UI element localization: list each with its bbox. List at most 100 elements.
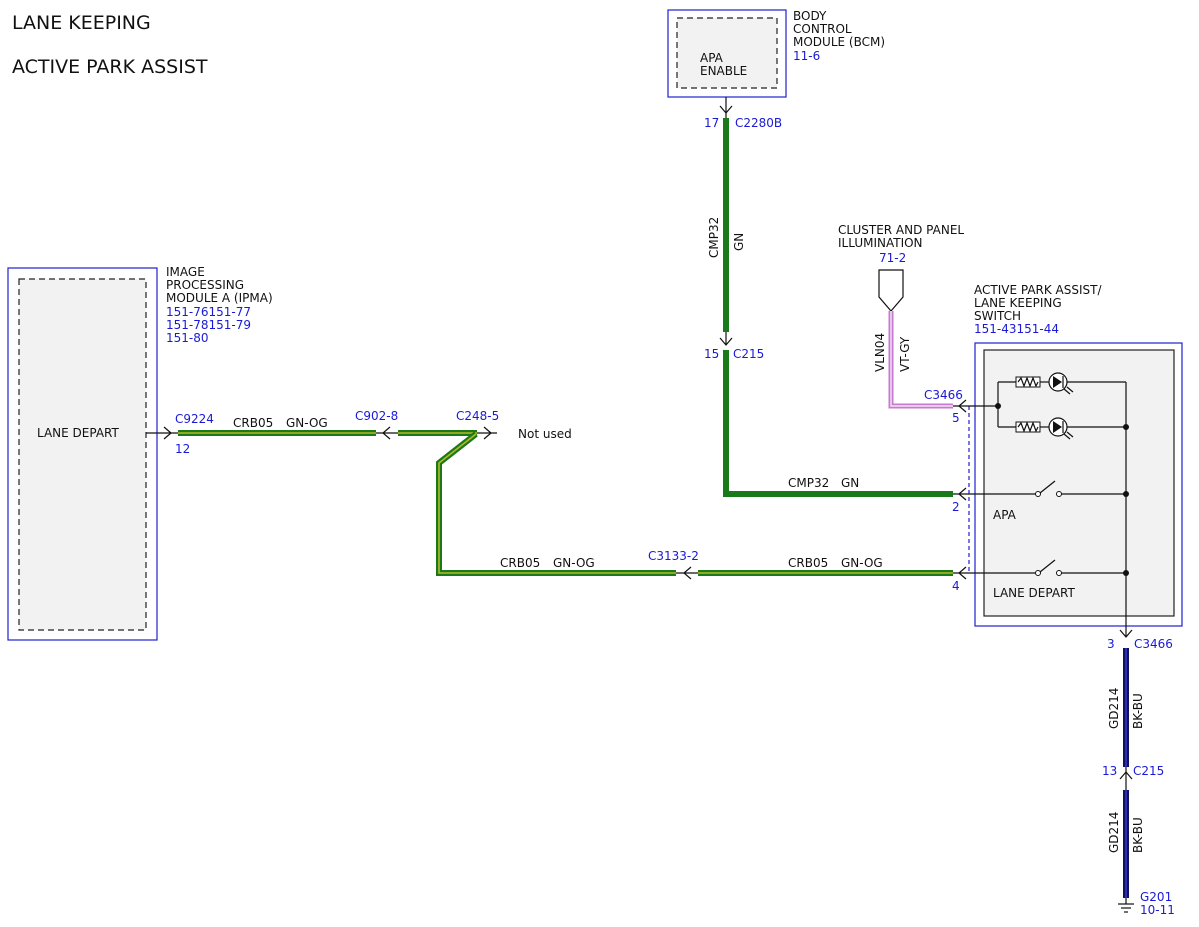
- led-1-ray-b: [1066, 386, 1074, 393]
- led-1-ray-a: [1063, 388, 1071, 395]
- wire-vln04-circuit: VLN04: [873, 333, 887, 372]
- ipma-ref-2: 151-78151-79: [166, 318, 251, 332]
- wire-crb05-ipma-color: GN-OG: [286, 416, 328, 430]
- switch-inner: [983, 349, 1175, 617]
- ipma-name-line3: MODULE A (IPMA): [166, 291, 273, 305]
- cluster-illumination-source: CLUSTER AND PANEL ILLUMINATION 71-2: [838, 223, 964, 312]
- bcm-name-line3: MODULE (BCM): [793, 35, 885, 49]
- ipma-name-line2: PROCESSING: [166, 278, 244, 292]
- c215-top-pin: 15: [704, 347, 719, 361]
- wire-crb05-mid-circuit: CRB05: [500, 556, 540, 570]
- pin5-label: 5: [952, 411, 960, 425]
- c3133-connector-symbol: [683, 566, 692, 580]
- wire-crb05-ipma-circuit: CRB05: [233, 416, 273, 430]
- switch-outline: [974, 342, 1183, 627]
- bcm-outline: [667, 9, 787, 98]
- bcm-function-line1: APA: [700, 51, 724, 65]
- ground-symbol-icon: [1118, 898, 1134, 913]
- c248-connector-symbol: [483, 426, 492, 440]
- c248-label: C248-5: [456, 409, 499, 423]
- ground-name: G201: [1140, 890, 1172, 904]
- wire-crb05-switch-circuit: CRB05: [788, 556, 828, 570]
- c9224-name: C9224: [175, 412, 214, 426]
- bus-junction-3: [1123, 570, 1129, 576]
- lane-switch-contact-a: [1035, 570, 1041, 576]
- apa-switch-contact-b: [1056, 491, 1062, 497]
- apa-switch-contact-a: [1035, 491, 1041, 497]
- c2280b-name: C2280B: [735, 116, 782, 130]
- wire-gd214-lower-color: BK-BU: [1131, 817, 1145, 853]
- switch-name-line3: SWITCH: [974, 309, 1021, 323]
- wire-cmp32-vertical-circuit: CMP32: [707, 217, 721, 258]
- ipma-ref-3: 151-80: [166, 331, 209, 345]
- c2280b-connector-symbol: [719, 105, 733, 114]
- lane-switch-arm: [1039, 559, 1056, 573]
- cluster-ref: 71-2: [879, 251, 906, 265]
- c215-bottom-name: C215: [1133, 764, 1164, 778]
- ipma-function: LANE DEPART: [37, 426, 120, 440]
- switch-name-line1: ACTIVE PARK ASSIST/: [974, 283, 1102, 297]
- switch-name-line2: LANE KEEPING: [974, 296, 1062, 310]
- wire-vln04-stripe: [890, 311, 953, 407]
- c2280b-pin: 17: [704, 116, 719, 130]
- not-used-label: Not used: [518, 427, 572, 441]
- switch-module: ACTIVE PARK ASSIST/ LANE KEEPING SWITCH …: [924, 283, 1183, 636]
- pin2-connector-symbol: [958, 487, 967, 501]
- wire-cmp32-horizontal-circuit: CMP32: [788, 476, 829, 490]
- ipma-module: LANE DEPART IMAGE PROCESSING MODULE A (I…: [7, 265, 273, 641]
- cluster-connector-shape: [878, 269, 904, 312]
- bcm-name-line1: BODY: [793, 9, 827, 23]
- resistor-1-zigzag: [1017, 376, 1039, 388]
- led-2-ray-a: [1063, 433, 1071, 440]
- c3466-ground-connector-symbol: [1119, 629, 1133, 638]
- wire-gd214-lower-circuit: GD214: [1107, 812, 1121, 853]
- bcm-inner: [676, 17, 778, 89]
- bus-junction-1: [1123, 424, 1129, 430]
- wire-vln04-color: VT-GY: [898, 336, 912, 372]
- bcm-name-line2: CONTROL: [793, 22, 852, 36]
- apa-switch-arm: [1039, 480, 1056, 494]
- resistor-2-zigzag: [1017, 421, 1039, 433]
- c3466-name: C3466: [924, 388, 963, 402]
- lane-switch-label: LANE DEPART: [993, 586, 1076, 600]
- c902-label: C902-8: [355, 409, 398, 423]
- pin4-connector-symbol: [958, 566, 967, 580]
- bus-junction-2: [1123, 491, 1129, 497]
- ipma-ref-1: 151-76151-77: [166, 305, 251, 319]
- wire-cmp32-horizontal-color: GN: [841, 476, 859, 490]
- title-active-park-assist: ACTIVE PARK ASSIST: [12, 56, 208, 78]
- lane-switch-contact-b: [1056, 570, 1062, 576]
- c3466-ground-name: C3466: [1134, 637, 1173, 651]
- c3133-label: C3133-2: [648, 549, 699, 563]
- wire-cmp32-horizontal: [723, 350, 953, 497]
- led-2-ray-b: [1066, 431, 1074, 438]
- led-2-triangle: [1053, 421, 1062, 433]
- wire-cmp32-vertical-color: GN: [732, 233, 746, 251]
- c9224-connector-symbol: [163, 426, 172, 440]
- title-lane-keeping: LANE KEEPING: [12, 12, 151, 34]
- wire-gd214-upper-circuit: GD214: [1107, 688, 1121, 729]
- wire-crb05-mid-stripe: [438, 433, 676, 574]
- ground-ref: 10-11: [1140, 903, 1175, 917]
- apa-switch-label: APA: [993, 508, 1017, 522]
- pin2-label: 2: [952, 500, 960, 514]
- bcm-ref: 11-6: [793, 49, 820, 63]
- wire-gd214-upper-color: BK-BU: [1131, 693, 1145, 729]
- wire-crb05-mid-color: GN-OG: [553, 556, 595, 570]
- wire-crb05-mid: [436, 431, 676, 576]
- c9224-pin: 12: [175, 442, 190, 456]
- ipma-inner: [18, 278, 147, 631]
- led-1-triangle: [1053, 376, 1062, 388]
- c215-top-name: C215: [733, 347, 764, 361]
- c215-bottom-pin: 13: [1102, 764, 1117, 778]
- bcm-module: APA ENABLE BODY CONTROL MODULE (BCM) 11-…: [667, 9, 885, 98]
- wire-crb05-switch-color: GN-OG: [841, 556, 883, 570]
- cluster-name-line2: ILLUMINATION: [838, 236, 923, 250]
- ipma-name-line1: IMAGE: [166, 265, 205, 279]
- ipma-outline: [7, 267, 158, 641]
- pin3-label: 3: [1107, 637, 1115, 651]
- switch-ref: 151-43151-44: [974, 322, 1059, 336]
- pin5-connector-symbol: [958, 399, 967, 413]
- bcm-function-line2: ENABLE: [700, 64, 747, 78]
